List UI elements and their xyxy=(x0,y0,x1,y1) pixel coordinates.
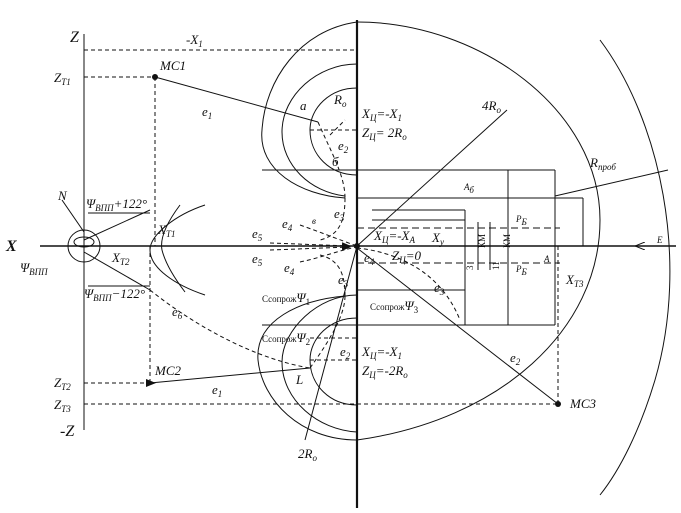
rb-lower-label: РБ xyxy=(515,264,528,277)
4ro-label: 4Ro xyxy=(482,98,501,115)
left-lens-inner xyxy=(161,204,186,293)
e2-top-label: e2 xyxy=(338,138,349,155)
ab-label: Аб xyxy=(463,182,474,195)
point-v-label: в xyxy=(312,216,316,226)
lower-mid-arc xyxy=(281,294,358,433)
e3-right-dash xyxy=(356,247,461,321)
mc1-label: МС1 xyxy=(159,58,186,73)
point-a-right-label: А xyxy=(543,254,550,264)
upper-left-arc xyxy=(261,21,358,199)
north-arrow xyxy=(61,199,85,233)
x-axis-label: X xyxy=(5,238,17,255)
km-label-1: КМ xyxy=(477,234,487,248)
e4-center-label: e4 xyxy=(364,250,375,267)
center0-z-label: ZЦ=0 xyxy=(392,248,422,265)
2ro-label: 2Ro xyxy=(298,446,317,463)
zt1-label: ZТ1 xyxy=(54,70,71,87)
e5-top-arrow xyxy=(269,242,351,250)
e2-top-dash xyxy=(317,121,346,199)
rprob-radius xyxy=(554,169,669,197)
e4-top-dash xyxy=(299,224,358,247)
dim-11-label: 11 xyxy=(491,261,501,270)
rprob-label: Rпроб xyxy=(589,155,616,172)
upper-small-tick xyxy=(329,119,346,136)
e3-top-label: e3 xyxy=(334,206,345,223)
zt3-label: ZТ3 xyxy=(54,397,71,414)
mc1-marker xyxy=(152,74,158,80)
e1-top-line xyxy=(154,76,319,123)
e3-bottom-label: e3 xyxy=(338,272,349,289)
rb-upper-label: РБ xyxy=(515,214,528,227)
e2-mc3-line xyxy=(356,247,559,405)
e5-top-label: e5 xyxy=(252,226,263,243)
center0-x-label: XЦ=-XА xyxy=(373,228,416,245)
center1-z-label: ZЦ= 2Ro xyxy=(362,125,407,142)
zt2-label: ZТ2 xyxy=(54,375,71,392)
e3-right-label: e3 xyxy=(434,280,445,297)
z-axis-label: Z xyxy=(70,29,80,46)
rprob-arc xyxy=(599,39,671,496)
outer-circle-4ro xyxy=(356,21,601,441)
e1-bottom-label: e1 xyxy=(212,382,222,399)
e2-right-label: e2 xyxy=(510,350,521,367)
psi-minus-label: ΨВПП−122° xyxy=(84,286,145,303)
center1-x-label: XЦ=-X1 xyxy=(361,106,402,123)
mc2-label: МС2 xyxy=(154,363,182,378)
xt1-label: XТ1 xyxy=(157,222,175,239)
aircraft-icon xyxy=(73,236,95,248)
xt3-label: XТ3 xyxy=(565,272,584,289)
xt2-label: XТ2 xyxy=(111,250,130,267)
e4-bottom-dash xyxy=(299,246,358,263)
lower-left-arc xyxy=(257,295,358,441)
psi-minus-line xyxy=(83,251,151,291)
e2-bottom-dash xyxy=(309,295,346,369)
psi1-label: СсопрожΨ1 xyxy=(262,290,310,307)
e6-label: e6 xyxy=(172,304,183,321)
e5-bottom-arrow xyxy=(269,243,351,251)
psi-plus-line xyxy=(83,209,151,241)
radius-4ro xyxy=(356,109,508,247)
e4-top-label: e4 xyxy=(282,216,293,233)
psi-plus-label: ΨВПП+122° xyxy=(86,196,147,213)
e2-bottom-label: e2 xyxy=(340,344,351,361)
e-label: E xyxy=(656,235,663,245)
ro-label: Ro xyxy=(333,92,347,109)
aircraft-circle xyxy=(67,229,101,263)
center2-x-label: XЦ=-X1 xyxy=(361,344,402,361)
e3-top-dash xyxy=(319,197,346,241)
xy-label: Xу xyxy=(431,230,444,247)
e6-dash xyxy=(149,289,311,369)
point-l-label: L xyxy=(295,372,303,387)
mc2-marker xyxy=(146,379,156,387)
minus-z-label: -Z xyxy=(60,423,75,440)
center2-z-label: ZЦ=-2Ro xyxy=(362,363,408,380)
mc3-marker xyxy=(555,401,561,407)
e4-bottom-label: e4 xyxy=(284,260,295,277)
north-label: N xyxy=(57,188,68,203)
e1-bottom-line xyxy=(149,367,311,384)
km-label-2: КМ xyxy=(502,234,512,248)
minus-x1-label: -X1 xyxy=(186,32,203,49)
upper-mid-arc xyxy=(281,63,358,197)
radius-2ro xyxy=(304,245,358,441)
psi2-label: СсопрожΨ2 xyxy=(262,330,310,347)
e5-bottom-label: e5 xyxy=(252,251,263,268)
mc3-label: МС3 xyxy=(569,396,597,411)
left-lens-outer xyxy=(149,204,206,296)
point-a-label: а xyxy=(300,98,307,113)
center-point xyxy=(354,243,360,249)
dim-3-label: 3 xyxy=(465,265,475,270)
point-b-label: б xyxy=(332,154,339,169)
psi-vpp-label: ΨВПП xyxy=(20,260,48,277)
psi3-label: СсопрожΨ3 xyxy=(370,298,419,315)
e1-top-label: e1 xyxy=(202,104,212,121)
